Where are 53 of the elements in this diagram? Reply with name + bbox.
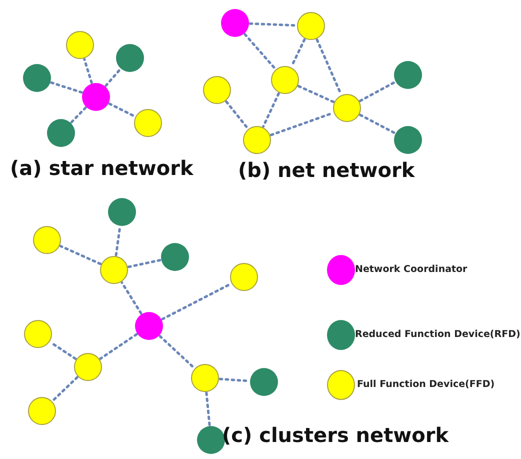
dotted-link <box>108 102 136 118</box>
dotted-link <box>297 84 335 104</box>
legend-label: Reduced Function Device(RFD) <box>355 329 520 340</box>
legend-label: Full Function Device(FFD) <box>357 379 495 390</box>
dotted-link <box>70 106 87 124</box>
ffd-node <box>134 109 162 137</box>
dotted-link <box>99 333 138 360</box>
legend-label: Network Coordinator <box>355 264 468 275</box>
ffd-node <box>28 397 56 425</box>
coordinator-node <box>135 312 163 340</box>
ffd-node <box>271 66 299 94</box>
ffd-node <box>230 263 258 291</box>
dotted-link <box>248 22 298 27</box>
dotted-link <box>83 58 93 84</box>
ffd-node <box>297 12 325 40</box>
panel-caption: (a) star network <box>10 156 194 180</box>
dotted-link <box>161 282 232 320</box>
ffd-node <box>243 126 271 154</box>
panel-caption: (b) net network <box>238 158 415 182</box>
coordinator-node <box>221 9 249 37</box>
coordinator-node <box>82 83 110 111</box>
dotted-link <box>244 33 276 70</box>
rfd-node <box>197 426 225 454</box>
dotted-link <box>50 81 83 94</box>
dotted-link <box>120 281 142 315</box>
dotted-link <box>359 114 396 134</box>
panel-caption: (c) clusters network <box>222 423 449 447</box>
ffd-node <box>333 94 361 122</box>
rfd-node <box>116 44 144 72</box>
dotted-link <box>114 226 122 256</box>
ffd-node <box>24 320 52 348</box>
dotted-link <box>104 68 122 87</box>
rfd-node <box>161 243 189 271</box>
dotted-link <box>262 92 280 128</box>
ffd-node <box>66 31 94 59</box>
rfd-node <box>47 119 75 147</box>
ffd-node <box>191 364 219 392</box>
dotted-link <box>225 100 249 130</box>
rfd-node <box>23 64 51 92</box>
ffd-node <box>203 76 231 104</box>
dotted-link <box>205 392 211 426</box>
rfd-node <box>394 126 422 154</box>
rfd-node <box>394 61 422 89</box>
ffd-node <box>74 353 102 381</box>
rfd-node <box>108 198 136 226</box>
rfd-node <box>250 368 278 396</box>
dotted-link <box>127 258 162 268</box>
dotted-link <box>59 244 102 266</box>
dotted-link <box>52 376 78 402</box>
dotted-link <box>358 80 396 102</box>
ffd-node <box>100 256 128 284</box>
dotted-link <box>158 334 196 370</box>
ffd-node <box>33 226 61 254</box>
